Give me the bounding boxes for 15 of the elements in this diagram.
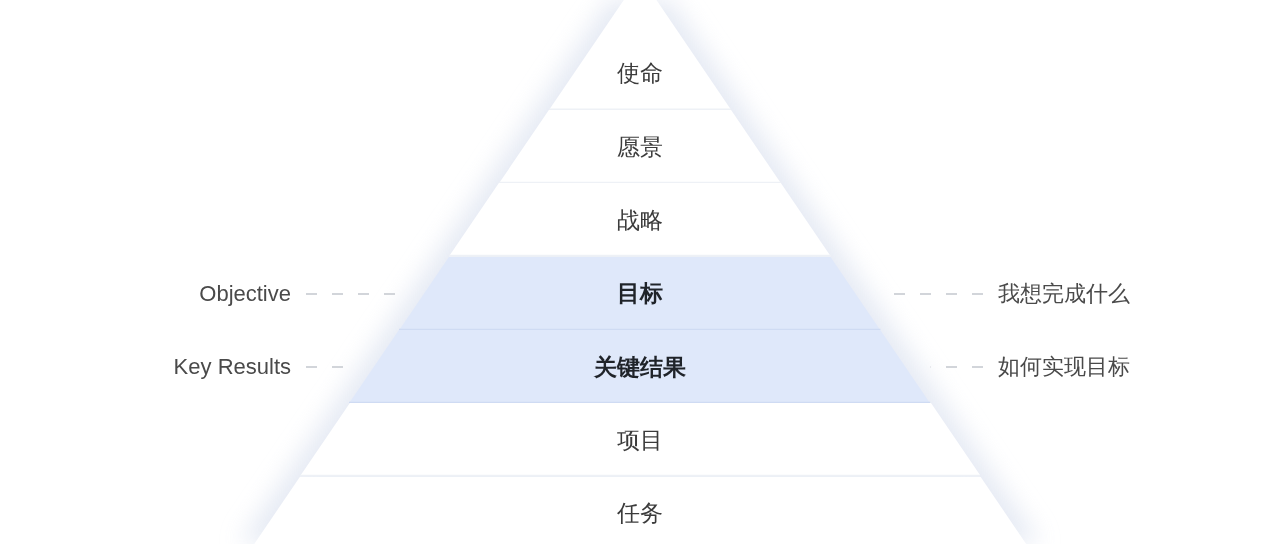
tier-label: 目标 — [617, 281, 663, 305]
pyramid-tier — [299, 403, 981, 477]
tier-label: 项目 — [617, 428, 663, 452]
callout-text: 如何实现目标 — [998, 356, 1130, 378]
callout-text: 我想完成什么 — [998, 283, 1130, 305]
pyramid-tier — [399, 256, 881, 330]
callout-text: Objective — [199, 283, 291, 305]
pyramid-tier — [349, 330, 931, 404]
tier-label: 使命 — [617, 61, 663, 85]
tier-label: 愿景 — [617, 135, 663, 159]
pyramid-tier — [449, 183, 831, 257]
tier-label: 任务 — [617, 501, 663, 525]
callout-text: Key Results — [173, 356, 291, 378]
tier-label: 战略 — [617, 208, 663, 232]
tier-label: 关键结果 — [594, 355, 686, 379]
